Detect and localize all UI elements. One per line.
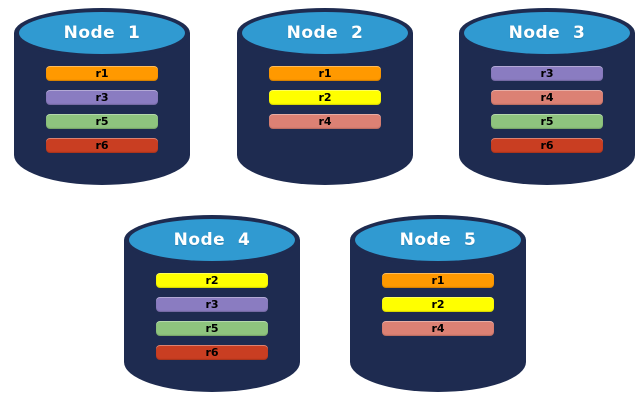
- replica-bar: r2: [382, 297, 494, 312]
- replica-list: r2 r3 r5 r6: [156, 273, 268, 360]
- cylinder-body: [350, 240, 526, 392]
- cylinder-body: [124, 240, 300, 392]
- database-node-4: Node 4 r2 r3 r5 r6: [124, 215, 300, 392]
- replica-bar: r3: [46, 90, 158, 105]
- node-title: Node 5: [399, 230, 477, 250]
- database-icon-cap: Node 4: [129, 219, 295, 261]
- database-icon-cap: Node 1: [19, 12, 185, 54]
- database-node-3: Node 3 r3 r4 r5 r6: [459, 8, 635, 185]
- database-node-2: Node 2 r1 r2 r4: [237, 8, 413, 185]
- replica-bar: r3: [491, 66, 603, 81]
- replica-bar: r2: [269, 90, 381, 105]
- database-node-1: Node 1 r1 r3 r5 r6: [14, 8, 190, 185]
- node-title: Node 1: [63, 23, 141, 43]
- replica-list: r1 r2 r4: [269, 66, 381, 129]
- node-title: Node 4: [173, 230, 251, 250]
- database-icon-cap: Node 2: [242, 12, 408, 54]
- replica-bar: r1: [46, 66, 158, 81]
- cylinder-body: [14, 33, 190, 185]
- database-icon-cap: Node 5: [355, 219, 521, 261]
- replica-list: r1 r3 r5 r6: [46, 66, 158, 153]
- replica-bar: r1: [269, 66, 381, 81]
- replica-list: r1 r2 r4: [382, 273, 494, 336]
- replica-bar: r5: [46, 114, 158, 129]
- replica-bar: r4: [382, 321, 494, 336]
- replica-bar: r4: [269, 114, 381, 129]
- database-node-5: Node 5 r1 r2 r4: [350, 215, 526, 392]
- replica-bar: r3: [156, 297, 268, 312]
- node-title: Node 3: [508, 23, 586, 43]
- cylinder-body: [237, 33, 413, 185]
- replica-bar: r5: [156, 321, 268, 336]
- database-icon-cap: Node 3: [464, 12, 630, 54]
- replica-bar: r6: [156, 345, 268, 360]
- replica-bar: r1: [382, 273, 494, 288]
- replica-list: r3 r4 r5 r6: [491, 66, 603, 153]
- replica-bar: r4: [491, 90, 603, 105]
- node-title: Node 2: [286, 23, 364, 43]
- replica-bar: r2: [156, 273, 268, 288]
- replica-bar: r6: [491, 138, 603, 153]
- replica-bar: r5: [491, 114, 603, 129]
- replica-bar: r6: [46, 138, 158, 153]
- cylinder-body: [459, 33, 635, 185]
